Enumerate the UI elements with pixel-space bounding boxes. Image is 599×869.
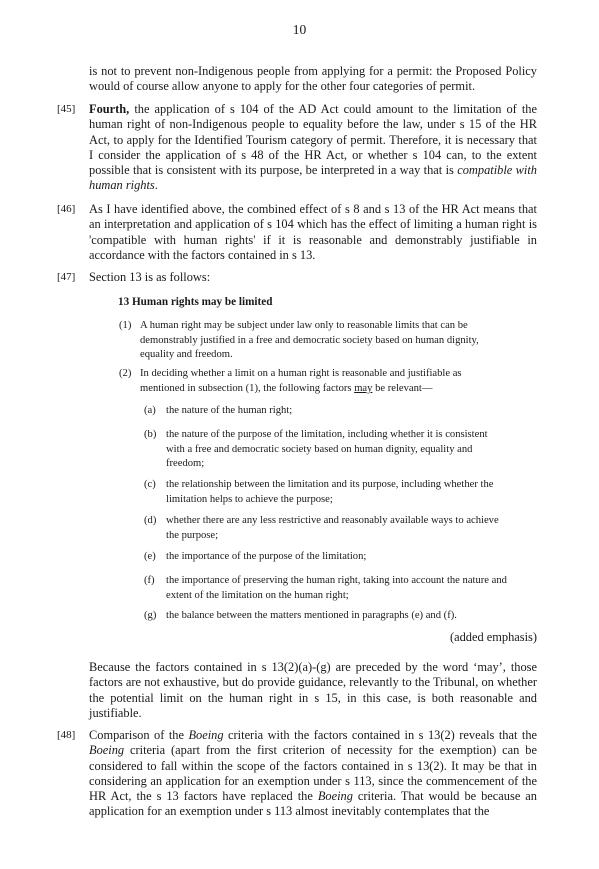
factor-c-label: (c)	[144, 479, 156, 490]
factor-f-text: the importance of preserving the human r…	[166, 575, 507, 601]
paragraph-45-end: .	[154, 178, 158, 193]
factor-e-text: the importance of the purpose of the lim…	[166, 551, 367, 562]
page-number: 10	[292, 22, 307, 37]
factor-g-text: the balance between the matters mentione…	[166, 610, 457, 621]
paragraph-48-t4: criteria. That would be because an appli…	[89, 789, 537, 819]
factor-e-label: (e)	[144, 551, 156, 562]
subsection-2-after: be relevant—	[372, 382, 433, 394]
paragraph-number-46: [46]	[57, 203, 76, 215]
added-emphasis-note: (added emphasis)	[449, 630, 537, 644]
paragraph-45-lead: Fourth,	[89, 102, 130, 116]
factor-c-text: the relationship between the limitation …	[166, 479, 494, 505]
factor-d-label: (d)	[144, 515, 157, 526]
paragraph-45-emphasis: compatible with human rights	[89, 163, 538, 193]
factor-g-label: (g)	[144, 610, 157, 621]
factor-b-text: the nature of the purpose of the limitat…	[166, 429, 488, 470]
paragraph-number-48: [48]	[57, 729, 76, 741]
paragraph-48-e2: Boeing	[89, 743, 125, 758]
subsection-2-text: In deciding whether a limit on a human r…	[140, 367, 508, 396]
paragraph-48-t3: criteria (apart from the first criterion…	[89, 743, 537, 804]
factor-f-label: (f)	[144, 575, 155, 586]
paragraph-47-after: Because the factors contained in s 13(2)…	[89, 660, 537, 720]
paragraph-45-text: the application of s 104 of the AD Act c…	[89, 102, 537, 178]
subsection-2-before: In deciding whether a limit on a human r…	[140, 368, 462, 394]
paragraph-48-e3: Boeing	[317, 789, 353, 804]
subsection-2-label: (2)	[119, 368, 132, 379]
subsection-1-label: (1)	[119, 320, 132, 331]
paragraph-48-t1: Comparison of the	[89, 728, 189, 742]
paragraph-number-45: [45]	[57, 103, 76, 115]
paragraph-continuation: is not to prevent non-Indigenous people …	[89, 64, 537, 94]
paragraph-48-e1: Boeing	[188, 728, 224, 742]
paragraph-48: Comparison of the Boeing criteria with t…	[89, 728, 537, 820]
factor-a-label: (a)	[144, 405, 156, 416]
paragraph-48-t2: criteria with the factors contained in s…	[223, 728, 538, 742]
section-heading: 13 Human rights may be limited	[118, 296, 273, 308]
subsection-1-text: A human right may be subject under law o…	[140, 320, 479, 361]
paragraph-45: Fourth, the application of s 104 of the …	[89, 102, 537, 194]
subsection-2-emphasis: may	[354, 382, 373, 394]
paragraph-46: As I have identified above, the combined…	[89, 202, 537, 262]
factor-d-text: whether there are any less restrictive a…	[166, 515, 499, 541]
paragraph-number-47: [47]	[57, 271, 76, 283]
paragraph-47-intro: Section 13 is as follows:	[89, 270, 211, 284]
factor-a-text: the nature of the human right;	[166, 405, 293, 416]
factor-b-label: (b)	[144, 429, 157, 440]
